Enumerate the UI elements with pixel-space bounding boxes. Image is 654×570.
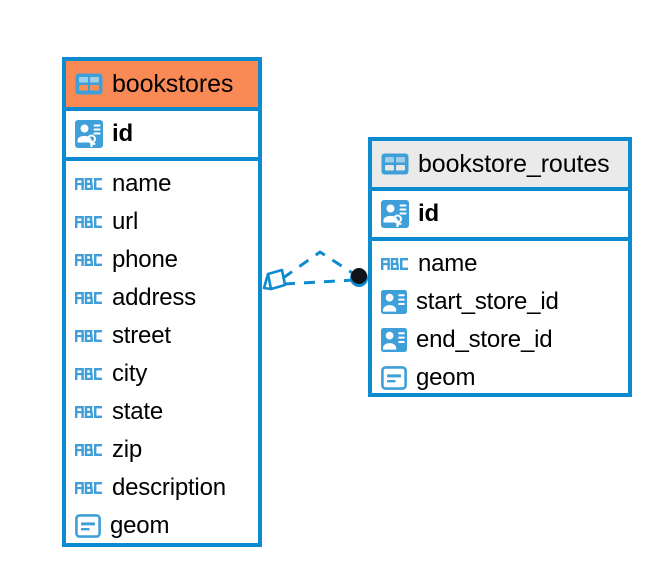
field-row-geom[interactable]: geom (66, 507, 258, 545)
field-label: url (112, 208, 139, 235)
fields-block-bookstores: name (66, 161, 258, 551)
header-divider (372, 187, 628, 191)
abc-text-icon (75, 291, 103, 305)
field-label: name (112, 170, 172, 197)
relationship-line-upper (282, 250, 358, 280)
field-row-start-store-id[interactable]: start_store_id (372, 283, 628, 321)
field-row-description[interactable]: description (66, 469, 258, 507)
field-label: geom (110, 512, 170, 539)
foreign-key-icon (381, 328, 407, 352)
geometry-icon (75, 514, 101, 538)
abc-text-icon (75, 443, 103, 457)
table-icon (75, 73, 103, 95)
geometry-icon (381, 366, 407, 390)
foreign-key-icon (381, 290, 407, 314)
filled-circle-marker-icon (350, 268, 368, 287)
field-label: geom (416, 364, 476, 391)
abc-text-icon (75, 177, 103, 191)
field-label: street (112, 322, 171, 349)
field-row-primary-key[interactable]: id (372, 191, 628, 237)
field-label: state (112, 398, 164, 425)
field-row-address[interactable]: address (66, 279, 258, 317)
primary-key-icon (75, 120, 103, 148)
fields-block-bookstore-routes: name start_store_id (372, 241, 628, 403)
field-label: name (418, 250, 478, 277)
field-label: id (112, 120, 133, 147)
field-label: zip (112, 436, 143, 463)
field-label: end_store_id (416, 326, 553, 353)
primary-key-divider (66, 157, 258, 161)
abc-text-icon (75, 253, 103, 267)
field-row-name[interactable]: name (372, 245, 628, 283)
table-icon (381, 153, 409, 175)
field-row-city[interactable]: city (66, 355, 258, 393)
field-label: address (112, 284, 196, 311)
primary-key-divider (372, 237, 628, 241)
field-row-state[interactable]: state (66, 393, 258, 431)
entity-title: bookstores (112, 69, 234, 98)
abc-text-icon (75, 481, 103, 495)
field-row-primary-key[interactable]: id (66, 111, 258, 157)
field-row-street[interactable]: street (66, 317, 258, 355)
abc-text-icon (75, 329, 103, 343)
field-row-zip[interactable]: zip (66, 431, 258, 469)
abc-text-icon (381, 257, 409, 271)
primary-key-block: id (66, 111, 258, 157)
field-label: description (112, 474, 226, 501)
field-label: city (112, 360, 148, 387)
abc-text-icon (75, 405, 103, 419)
field-row-url[interactable]: url (66, 203, 258, 241)
entity-header-bookstores[interactable]: bookstores (66, 61, 258, 107)
header-divider (66, 107, 258, 111)
field-label: start_store_id (416, 288, 559, 315)
entity-bookstore-routes[interactable]: bookstore_routes (368, 137, 632, 397)
abc-text-icon (75, 367, 103, 381)
field-row-end-store-id[interactable]: end_store_id (372, 321, 628, 359)
polygon-marker-icon (262, 268, 287, 291)
primary-key-icon (381, 200, 409, 228)
abc-text-icon (75, 215, 103, 229)
field-label: id (418, 200, 439, 227)
entity-header-bookstore-routes[interactable]: bookstore_routes (372, 141, 628, 187)
entity-title: bookstore_routes (418, 149, 610, 178)
relationship-line-lower (283, 278, 356, 286)
field-row-geom[interactable]: geom (372, 359, 628, 397)
primary-key-block: id (372, 191, 628, 237)
field-row-phone[interactable]: phone (66, 241, 258, 279)
entity-bookstores[interactable]: bookstores (62, 57, 262, 547)
field-row-name[interactable]: name (66, 165, 258, 203)
field-label: phone (112, 246, 178, 273)
